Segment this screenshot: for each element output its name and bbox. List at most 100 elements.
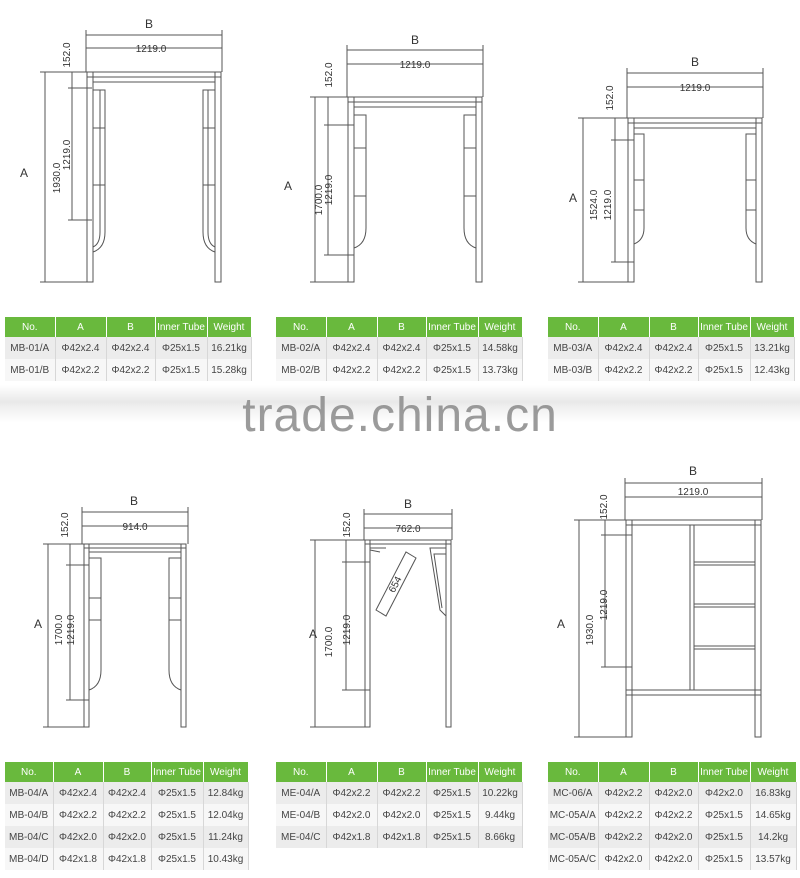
cell-model: ME-04/B bbox=[276, 804, 327, 826]
brace-dim: 654 bbox=[387, 574, 405, 594]
cell-a: Φ42x2.4 bbox=[598, 337, 650, 359]
cell-weight: 12.43kg bbox=[750, 359, 795, 381]
col-header-a: A bbox=[53, 762, 104, 782]
cell-a: Φ42x2.2 bbox=[598, 826, 650, 848]
dim-label-b: B bbox=[145, 17, 153, 31]
cell-b: Φ42x2.2 bbox=[649, 804, 699, 826]
frame-drawing-mb-03: B 1219.0 A 1524.0 152.0 1219.0 bbox=[569, 55, 764, 283]
cell-inner-tube: Φ25x1.5 bbox=[151, 826, 204, 848]
cell-b: Φ42x2.0 bbox=[103, 826, 152, 848]
dim-label-b: B bbox=[691, 55, 699, 69]
cell-a: Φ42x2.4 bbox=[53, 782, 104, 804]
inner-dim: 1219.0 bbox=[324, 174, 335, 205]
cell-a: Φ42x2.0 bbox=[598, 848, 650, 870]
dim-label-a: A bbox=[34, 617, 42, 631]
cell-a: Φ42x2.2 bbox=[598, 804, 650, 826]
frame-drawing-mb-01: B 1219.0 A 1930.0 152.0 1219.0 bbox=[20, 17, 223, 283]
width-dim: 1219.0 bbox=[680, 83, 711, 94]
cell-inner-tube: Φ25x1.5 bbox=[698, 804, 751, 826]
cell-a: Φ42x2.2 bbox=[598, 359, 650, 381]
table-header-row: No. A B Inner Tube Weight bbox=[276, 762, 523, 782]
col-header-no: No. bbox=[276, 317, 327, 337]
col-header-b: B bbox=[377, 317, 427, 337]
cell-model: MB-01/A bbox=[5, 337, 56, 359]
cell-b: Φ42x1.8 bbox=[377, 826, 427, 848]
cell-inner-tube: Φ25x1.5 bbox=[151, 804, 204, 826]
cell-b: Φ42x2.2 bbox=[106, 359, 156, 381]
cell-b: Φ42x2.0 bbox=[649, 826, 699, 848]
cell-a: Φ42x2.4 bbox=[55, 337, 107, 359]
cell-inner-tube: Φ25x1.5 bbox=[151, 848, 204, 870]
cell-inner-tube: Φ42x2.0 bbox=[698, 782, 751, 804]
inner-dim: 1219.0 bbox=[66, 614, 77, 645]
col-header-inner-tube: Inner Tube bbox=[698, 317, 751, 337]
table-header-row: No. A B Inner Tube Weight bbox=[5, 762, 249, 782]
cell-a: Φ42x2.2 bbox=[326, 359, 378, 381]
width-dim: 1219.0 bbox=[400, 60, 431, 71]
cell-weight: 15.28kg bbox=[207, 359, 252, 381]
cell-model: MC-05A/B bbox=[548, 826, 599, 848]
table-header-row: No. A B Inner Tube Weight bbox=[276, 317, 523, 337]
cell-a: Φ42x2.2 bbox=[55, 359, 107, 381]
dim-label-a: A bbox=[557, 617, 565, 631]
cell-weight: 14.2kg bbox=[750, 826, 797, 848]
col-header-weight: Weight bbox=[207, 317, 252, 337]
cell-a: Φ42x2.4 bbox=[326, 337, 378, 359]
cell-a: Φ42x2.0 bbox=[326, 804, 378, 826]
cell-model: MC-05A/C bbox=[548, 848, 599, 870]
cell-b: Φ42x2.2 bbox=[649, 359, 699, 381]
cell-model: MC-05A/A bbox=[548, 804, 599, 826]
cell-model: MB-04/A bbox=[5, 782, 54, 804]
frame-drawing-mc: B 1219.0 A 1930.0 152.0 1219.0 bbox=[557, 464, 763, 738]
cell-weight: 10.43kg bbox=[203, 848, 249, 870]
col-header-no: No. bbox=[5, 762, 54, 782]
cell-weight: 13.21kg bbox=[750, 337, 795, 359]
cell-a: Φ42x2.2 bbox=[598, 782, 650, 804]
dim-label-a: A bbox=[20, 166, 28, 180]
cell-inner-tube: Φ25x1.5 bbox=[426, 359, 479, 381]
height-dim: 1524.0 bbox=[589, 189, 600, 220]
cell-b: Φ42x1.8 bbox=[103, 848, 152, 870]
col-header-weight: Weight bbox=[750, 317, 795, 337]
width-dim: 1219.0 bbox=[678, 487, 709, 498]
dim-label-b: B bbox=[689, 464, 697, 478]
cell-inner-tube: Φ25x1.5 bbox=[155, 359, 208, 381]
col-header-weight: Weight bbox=[750, 762, 797, 782]
cell-inner-tube: Φ25x1.5 bbox=[426, 782, 479, 804]
col-header-no: No. bbox=[548, 317, 599, 337]
col-header-a: A bbox=[326, 762, 378, 782]
col-header-weight: Weight bbox=[478, 762, 523, 782]
cell-a: Φ42x1.8 bbox=[326, 826, 378, 848]
col-header-a: A bbox=[55, 317, 107, 337]
top-dim: 152.0 bbox=[62, 42, 73, 67]
dim-label-a: A bbox=[569, 191, 577, 205]
cell-b: Φ42x2.2 bbox=[377, 359, 427, 381]
cell-model: MC-06/A bbox=[548, 782, 599, 804]
cell-weight: 12.84kg bbox=[203, 782, 249, 804]
cell-weight: 11.24kg bbox=[203, 826, 249, 848]
frame-drawing-me-04: B 762.0 A 1700.0 152.0 1219.0 654 bbox=[309, 497, 453, 728]
cell-b: Φ42x2.0 bbox=[377, 804, 427, 826]
cell-model: MB-04/B bbox=[5, 804, 54, 826]
frame-drawing-mb-04: B 914.0 A 1700.0 152.0 1219.0 bbox=[34, 494, 189, 728]
cell-a: Φ42x2.0 bbox=[53, 826, 104, 848]
col-header-b: B bbox=[377, 762, 427, 782]
table-header-row: No. A B Inner Tube Weight bbox=[548, 317, 795, 337]
cell-inner-tube: Φ25x1.5 bbox=[151, 782, 204, 804]
cell-b: Φ42x2.2 bbox=[103, 804, 152, 826]
cell-model: MB-02/A bbox=[276, 337, 327, 359]
cell-weight: 16.21kg bbox=[207, 337, 252, 359]
cell-inner-tube: Φ25x1.5 bbox=[698, 337, 751, 359]
cell-weight: 8.66kg bbox=[478, 826, 523, 848]
cell-weight: 10.22kg bbox=[478, 782, 523, 804]
cell-weight: 14.58kg bbox=[478, 337, 523, 359]
cell-weight: 16.83kg bbox=[750, 782, 797, 804]
